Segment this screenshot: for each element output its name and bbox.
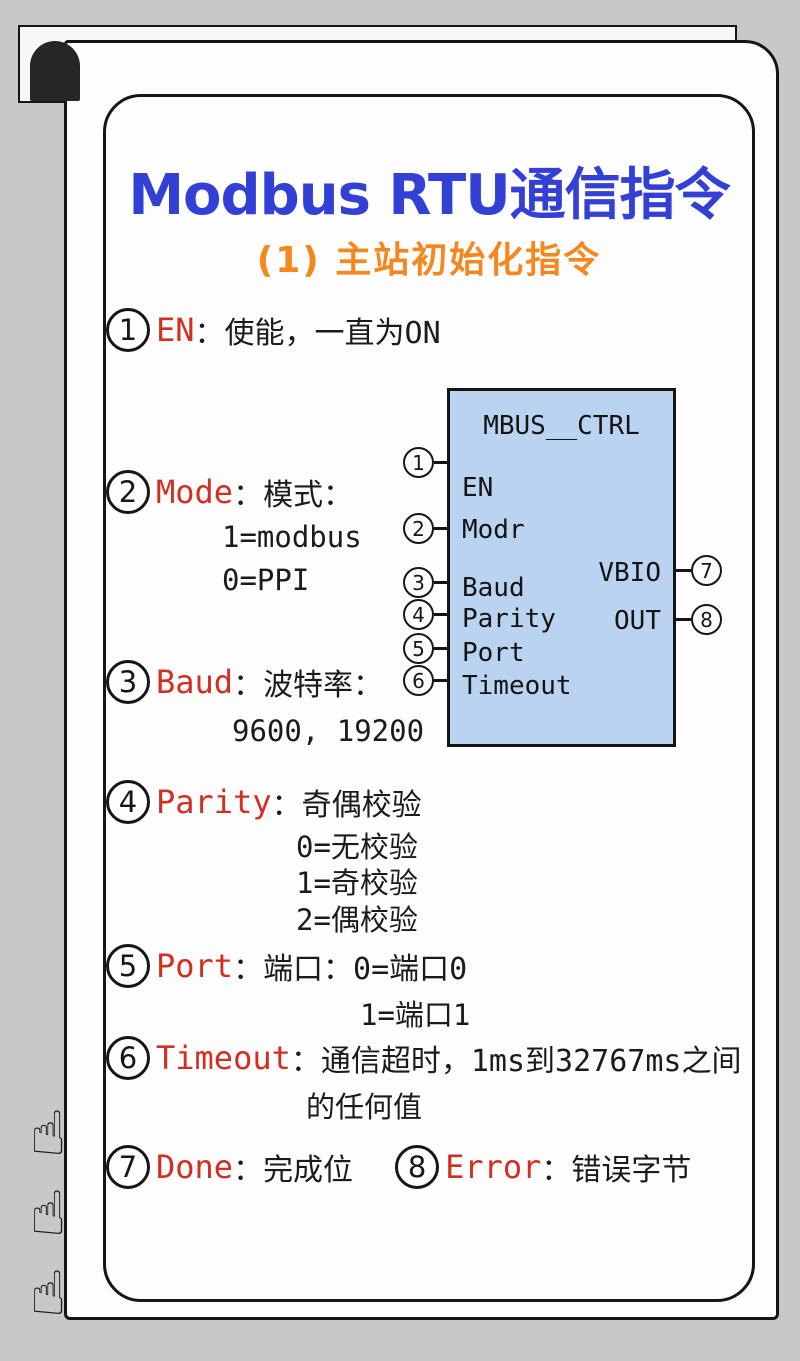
- pin-input-5: 5: [403, 633, 449, 664]
- item-mode: 2 Mode ： 模式：: [106, 470, 353, 514]
- item-number-badge: 5: [106, 944, 150, 988]
- pin-number-badge: 6: [403, 665, 434, 696]
- item-parity-option: 2=偶校验: [296, 903, 418, 937]
- item-separator: ：: [233, 1153, 264, 1188]
- item-error: 8 Error ： 错误字节: [395, 1145, 691, 1189]
- item-separator: ：: [290, 1044, 321, 1079]
- item-number-badge: 2: [106, 470, 150, 514]
- item-description: 波特率：: [263, 668, 384, 703]
- item-number-badge: 3: [106, 660, 150, 704]
- item-port: 5 Port ： 端口：0=端口0: [106, 944, 467, 988]
- wire: [434, 679, 449, 682]
- pin-number-badge: 4: [403, 599, 434, 630]
- block-input-label-en: EN: [462, 473, 494, 503]
- wire: [434, 527, 449, 530]
- item-number-badge: 7: [106, 1145, 150, 1189]
- item-keyword: Port: [156, 947, 234, 985]
- block-input-label-baud: Baud: [462, 573, 525, 603]
- mbus-ctrl-block: MBUS__CTRL EN Modr Baud Parity Port Time…: [447, 388, 676, 747]
- item-description: 通信超时，1ms到32767ms之间: [320, 1044, 742, 1079]
- pin-input-1: 1: [403, 447, 449, 478]
- item-number-badge: 4: [106, 780, 150, 824]
- item-parity-option: 0=无校验: [296, 830, 418, 864]
- item-description: 使能，一直为ON: [224, 316, 441, 351]
- pin-number-badge: 3: [403, 567, 434, 598]
- pin-input-4: 4: [403, 599, 449, 630]
- item-separator: ：: [233, 478, 264, 513]
- item-timeout-note: 的任何值: [306, 1090, 423, 1124]
- item-baud-values: 9600, 19200: [232, 714, 425, 748]
- item-separator: ：: [194, 316, 225, 351]
- item-parity: 4 Parity ： 奇偶校验: [106, 780, 422, 824]
- pin-input-2: 2: [403, 513, 449, 544]
- content-frame: [103, 94, 755, 1302]
- block-input-label-timeout: Timeout: [462, 671, 572, 701]
- wire: [434, 581, 449, 584]
- item-separator: ：: [271, 788, 302, 823]
- item-mode-option: 0=PPI: [222, 563, 310, 597]
- item-keyword: Baud: [156, 663, 234, 701]
- item-number-badge: 8: [395, 1145, 440, 1189]
- pin-number-badge: 2: [403, 513, 434, 544]
- item-en: 1 EN ： 使能，一直为ON: [106, 308, 441, 352]
- block-title: MBUS__CTRL: [483, 411, 640, 441]
- item-baud: 3 Baud ： 波特率：: [106, 660, 383, 704]
- pin-number-badge: 7: [691, 555, 722, 586]
- item-keyword: Mode: [156, 473, 234, 511]
- item-done-error-row: 7 Done ： 完成位 8 Error ： 错误字节: [106, 1145, 691, 1189]
- block-input-label-parity: Parity: [462, 604, 556, 634]
- item-port-option: 1=端口1: [360, 998, 471, 1032]
- wire: [434, 647, 449, 650]
- item-keyword: Timeout: [156, 1039, 291, 1077]
- wire: [676, 618, 691, 621]
- item-done: 7 Done ： 完成位: [106, 1145, 353, 1189]
- item-parity-option: 1=奇校验: [296, 866, 418, 900]
- item-separator: ：: [541, 1153, 572, 1188]
- item-separator: ：: [233, 952, 264, 987]
- wire: [676, 569, 691, 572]
- function-block-diagram: MBUS__CTRL EN Modr Baud Parity Port Time…: [395, 380, 730, 755]
- wire: [434, 461, 449, 464]
- item-description: 完成位: [263, 1153, 354, 1188]
- pin-input-6: 6: [403, 665, 449, 696]
- wire: [434, 613, 449, 616]
- item-description: 模式：: [263, 478, 354, 513]
- page-curl-icon: [30, 41, 80, 101]
- pin-output-8: 8: [676, 604, 722, 635]
- block-input-label-port: Port: [462, 638, 525, 668]
- item-keyword: Error: [445, 1148, 542, 1186]
- item-description: 错误字节: [571, 1153, 692, 1188]
- block-output-label-vbio: VBIO: [598, 558, 661, 588]
- item-description: 端口：0=端口0: [263, 952, 468, 987]
- item-number-badge: 6: [106, 1036, 150, 1080]
- pin-number-badge: 1: [403, 447, 434, 478]
- item-timeout: 6 Timeout ： 通信超时，1ms到32767ms之间: [106, 1036, 741, 1080]
- item-keyword: Parity: [156, 783, 272, 821]
- block-output-label-out: OUT: [614, 606, 661, 636]
- block-input-label-modr: Modr: [462, 515, 525, 545]
- page-subtitle: (1) 主站初始化指令: [256, 240, 602, 281]
- item-description: 奇偶校验: [301, 788, 422, 823]
- hand-cursor-icon: ☝: [29, 1179, 67, 1249]
- hand-cursor-icon: ☝: [29, 1259, 67, 1329]
- pin-number-badge: 5: [403, 633, 434, 664]
- item-separator: ：: [233, 668, 264, 703]
- item-number-badge: 1: [106, 308, 150, 352]
- pin-output-7: 7: [676, 555, 722, 586]
- page-title: Modbus RTU通信指令: [128, 163, 730, 228]
- item-mode-option: 1=modbus: [222, 520, 362, 554]
- hand-cursor-icon: ☝: [29, 1099, 67, 1169]
- pin-number-badge: 8: [691, 604, 722, 635]
- item-keyword: Done: [156, 1148, 234, 1186]
- item-keyword: EN: [156, 311, 195, 349]
- pin-input-3: 3: [403, 567, 449, 598]
